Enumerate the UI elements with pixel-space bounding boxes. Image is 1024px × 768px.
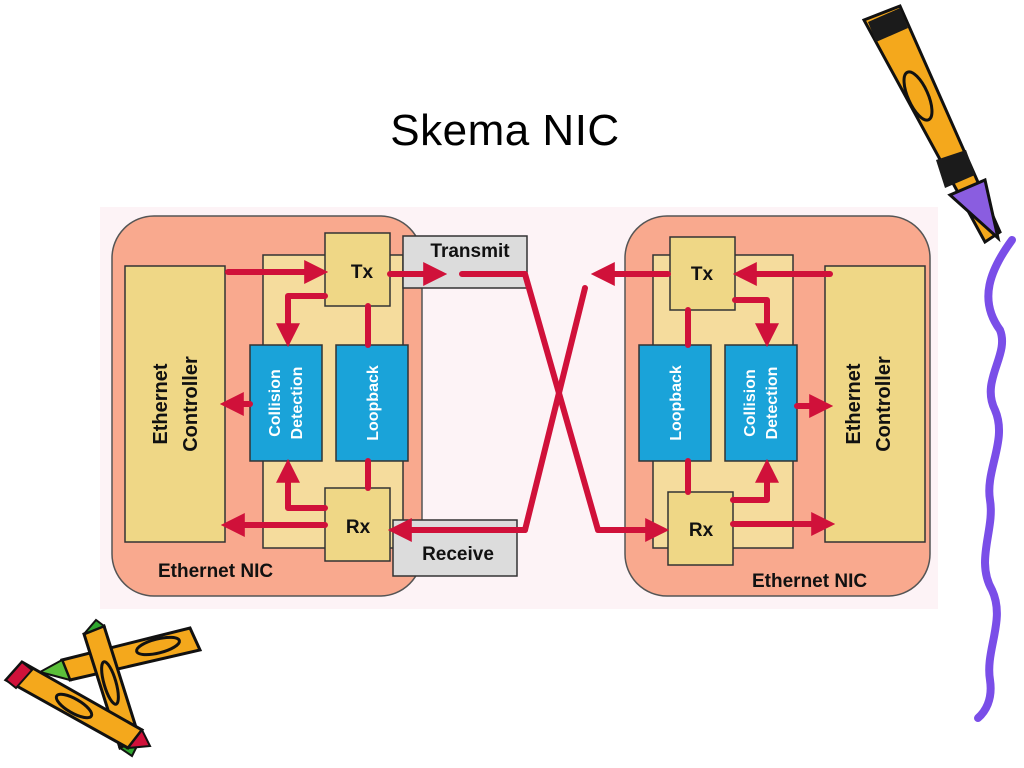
left-loopback-box (335, 344, 409, 462)
crossover-cable (387, 262, 671, 542)
left-rx-label: Rx (346, 517, 371, 538)
right-collision-label-2: Detection (764, 367, 781, 440)
left-collision-detection-box (249, 344, 323, 462)
transmit-label: Transmit (430, 241, 510, 262)
left-tx-label: Tx (351, 262, 374, 283)
left-nic-label: Ethernet NIC (158, 561, 273, 582)
left-controller-label-1: Ethernet (150, 363, 172, 444)
right-collision-label-1: Collision (742, 369, 759, 437)
right-tx-box (669, 236, 736, 311)
purple-squiggle-icon (974, 236, 1016, 722)
left-controller-label-2: Controller (180, 356, 202, 452)
crayon-top-right-icon (861, 4, 1002, 245)
left-ethernet-controller (124, 265, 226, 543)
right-rx-label: Rx (689, 520, 714, 541)
receive-label: Receive (422, 544, 494, 565)
right-collision-detection-box (724, 344, 798, 462)
left-tx-to-right-rx-wire (459, 271, 670, 542)
right-nic-label: Ethernet NIC (752, 571, 867, 592)
right-nic: Tx Rx Ethernet NIC Ethernet Controller C… (624, 215, 931, 597)
right-loopback-box (638, 344, 712, 462)
right-ethernet-controller (824, 265, 926, 543)
left-loopback-label: Loopback (365, 365, 382, 441)
right-tx-to-left-rx-wire (522, 285, 588, 533)
left-collision-label-2: Detection (289, 367, 306, 440)
right-tx-label: Tx (691, 264, 714, 285)
crayons-bottom-left-icon (3, 618, 203, 758)
left-rx-to-collision-arrow (276, 458, 328, 511)
left-tx-to-collision-arrow (276, 293, 328, 348)
right-controller-label-1: Ethernet (843, 363, 865, 444)
right-rx-box (667, 491, 734, 566)
left-collision-label-1: Collision (267, 369, 284, 437)
left-rx-box (324, 487, 391, 562)
right-signal-paths (685, 262, 836, 536)
right-controller-label-2: Controller (873, 356, 895, 452)
slide-title: Skema NIC (390, 106, 620, 155)
left-signal-paths (219, 260, 371, 537)
left-nic: Tx Rx Ethernet NIC Ethernet Controller C… (111, 215, 423, 597)
right-rx-to-collision-arrow (730, 458, 779, 503)
right-loopback-label: Loopback (668, 365, 685, 441)
right-tx-to-collision-arrow (732, 297, 779, 348)
